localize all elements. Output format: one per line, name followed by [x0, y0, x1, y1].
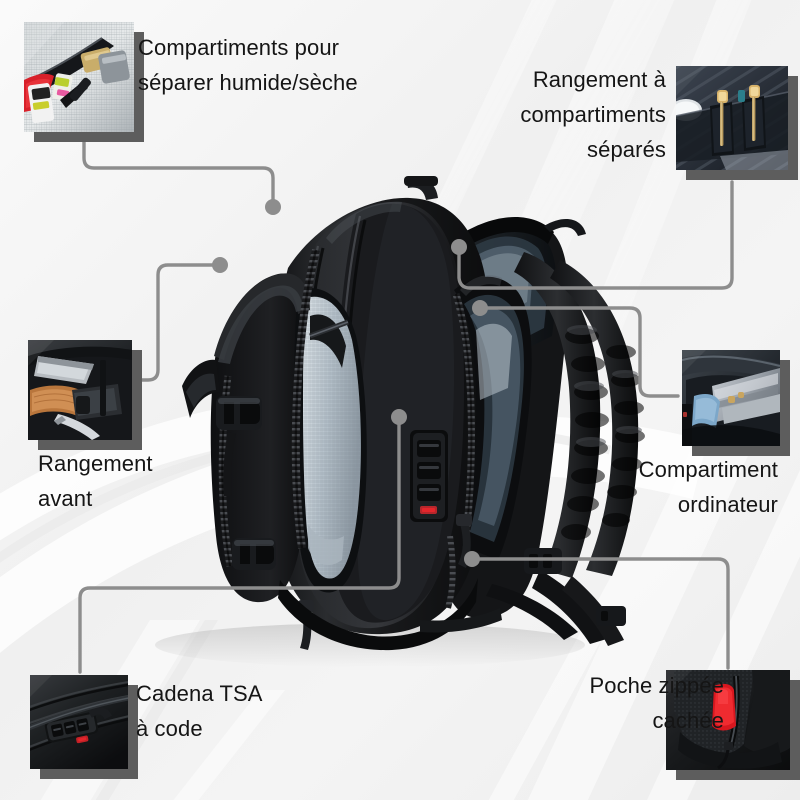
dot-laptop-compartment	[472, 300, 488, 316]
caption-separate-compartments: Rangement à compartiments séparés	[520, 67, 666, 162]
thumbnail-image-packing-cube	[24, 22, 134, 132]
thumbnail-front-storage	[28, 340, 142, 450]
wire-wet-dry	[82, 140, 275, 203]
caption-front-storage: Rangement avant	[38, 451, 153, 511]
caption-hidden-zip-pocket: Poche zippée cachée	[589, 673, 724, 733]
wire-hidden-zip-pocket	[476, 557, 730, 670]
wire-tsa-lock	[78, 421, 401, 674]
thumbnail-tsa-lock	[30, 675, 138, 779]
thumbnail-image-hidden-pocket	[666, 670, 790, 770]
thumbnail-wet-dry	[24, 22, 144, 142]
dot-front-storage	[212, 257, 228, 273]
dot-separate-compartments	[451, 239, 467, 255]
connector-dots	[212, 199, 488, 567]
dot-hidden-zip-pocket	[464, 551, 480, 567]
dot-wet-dry	[265, 199, 281, 215]
dot-tsa-lock	[391, 409, 407, 425]
thumbnail-image-laptop-sleeve	[682, 350, 780, 446]
wire-separate-compartments	[457, 180, 734, 290]
thumbnail-image-front-pocket	[28, 340, 132, 440]
thumbnail-image-zipper-pockets	[676, 66, 788, 170]
wire-laptop-compartment	[484, 306, 680, 398]
thumbnail-separate-compartments	[676, 66, 798, 180]
caption-laptop-compartment: Compartiment ordinateur	[638, 457, 778, 517]
caption-tsa-lock: Cadena TSA à code	[136, 681, 263, 741]
wire-front-storage	[136, 263, 216, 382]
thumbnail-image-tsa-lock	[30, 675, 128, 769]
caption-wet-dry: Compartiments pour séparer humide/sèche	[138, 35, 358, 95]
thumbnail-laptop-compartment	[682, 350, 790, 456]
thumbnail-hidden-zip-pocket	[666, 670, 800, 780]
